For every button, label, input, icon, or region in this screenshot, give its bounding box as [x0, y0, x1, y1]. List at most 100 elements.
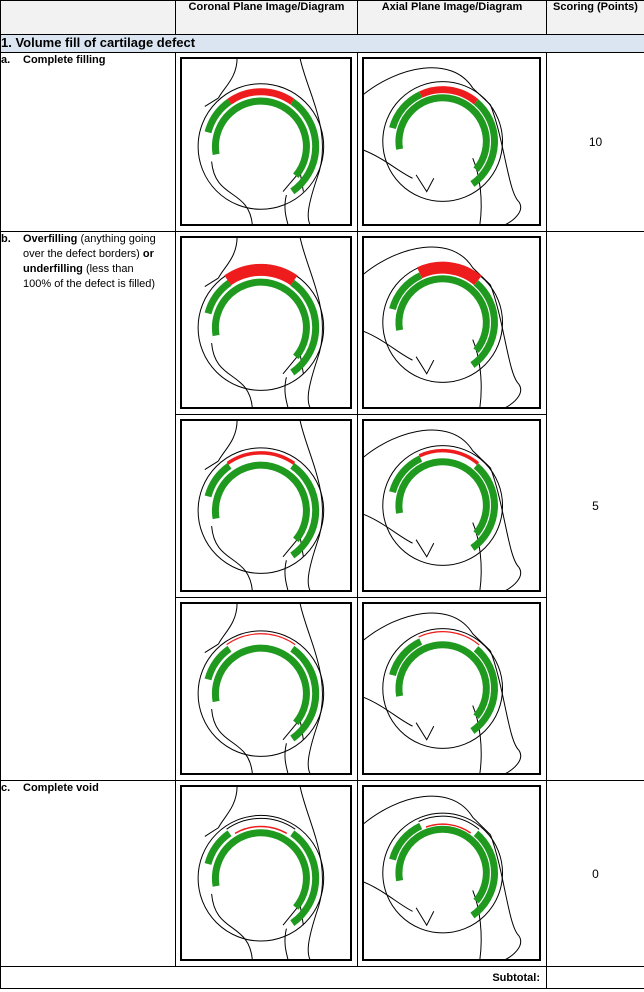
femur-neck-outline	[472, 339, 482, 409]
labrum-outline	[204, 643, 219, 654]
acetabular-cartilage-lateral	[290, 98, 320, 195]
acetabular-cartilage-lateral	[290, 279, 320, 376]
defect-partial-fill	[418, 631, 480, 646]
criterion-label-bold2: or underfilling	[23, 248, 154, 275]
femur-shaft-outline	[284, 560, 289, 592]
pelvis-outline	[362, 429, 491, 469]
femur-outline	[489, 834, 522, 961]
axial-diagram-thin-fill	[362, 602, 541, 775]
acetabular-cartilage-medial	[204, 279, 232, 315]
defect-border	[226, 817, 296, 830]
criterion-label-mid: (anything going over the defect borders)	[23, 233, 156, 260]
femur-neck-outline	[472, 522, 482, 592]
posterior-wall-outline	[415, 722, 435, 741]
diagram-frame	[180, 785, 352, 961]
labrum-outline	[204, 97, 219, 107]
acetabular-cartilage-medial	[204, 830, 232, 866]
diagram-frame	[362, 785, 541, 961]
diagram-frame	[180, 419, 352, 592]
femur-neck-outline	[211, 161, 253, 226]
femoral-cartilage	[211, 278, 310, 360]
hip-joint-drawing	[197, 236, 325, 409]
coronal-diagram-thin-fill	[180, 602, 352, 775]
coronal-cell	[175, 780, 358, 967]
joint-contour	[197, 630, 325, 757]
femur-shaft-outline	[284, 377, 289, 409]
criterion-row-c: c.Complete void 0	[0, 780, 644, 967]
score-a: 10	[546, 52, 644, 232]
joint-contour	[197, 83, 325, 210]
femur-shaft-outline	[284, 743, 289, 775]
subtotal-value[interactable]	[546, 966, 644, 989]
acetabular-cartilage-medial	[389, 638, 423, 677]
defect-overfill	[224, 263, 298, 286]
header-axial: Axial Plane Image/Diagram	[357, 0, 547, 35]
ischium-outline	[362, 330, 413, 361]
ilium-outline	[217, 785, 238, 828]
defect-underfill	[226, 451, 296, 465]
hip-joint-drawing	[197, 57, 325, 226]
acetabular-cartilage-lateral	[470, 99, 498, 187]
acetabular-cartilage-medial	[389, 822, 423, 861]
hip-joint-drawing	[197, 785, 325, 961]
axial-cell	[357, 52, 547, 232]
criterion-row-b3	[1, 597, 644, 781]
femoral-cartilage	[395, 275, 490, 353]
score-c: 0	[546, 780, 644, 967]
joint-contour	[382, 445, 504, 566]
acetabular-cartilage-medial	[204, 98, 232, 134]
criterion-label-rest: (less than 100% of the defect is filled)	[23, 263, 156, 290]
criterion-row-b2	[1, 414, 644, 598]
coronal-cell	[175, 231, 358, 415]
femoral-cartilage	[395, 825, 490, 904]
joint-contour	[197, 814, 325, 942]
femoral-cartilage	[211, 829, 310, 910]
ischium-outline	[362, 149, 413, 179]
subtotal-label: Subtotal:	[0, 966, 547, 989]
joint-contour	[382, 812, 504, 934]
defect-underfill	[418, 448, 480, 465]
criterion-letter: b.	[1, 233, 11, 245]
axial-diagram-complete-filling	[362, 57, 541, 226]
hip-joint-drawing	[197, 419, 325, 592]
axial-cell	[357, 597, 547, 781]
acetabular-cartilage-medial	[389, 91, 423, 130]
acetabular-cartilage-medial	[204, 645, 232, 681]
axial-cell	[357, 780, 547, 967]
coronal-cell	[175, 52, 358, 232]
femur-outline	[489, 467, 522, 592]
axial-diagram-void	[362, 785, 541, 961]
acetabular-cartilage-lateral	[470, 280, 498, 368]
defect-overfill	[416, 261, 482, 286]
femur-neck-outline	[472, 705, 482, 775]
acetabular-cartilage-lateral	[470, 463, 498, 551]
femur-outline	[489, 650, 522, 775]
femur-neck-outline	[211, 342, 253, 409]
header-row: Coronal Plane Image/Diagram Axial Plane …	[0, 0, 644, 35]
header-criterion	[0, 0, 176, 35]
header-coronal: Coronal Plane Image/Diagram	[175, 0, 358, 35]
posterior-wall-outline	[415, 356, 435, 375]
criterion-a: a.Complete filling	[0, 52, 176, 232]
criterion-row-a: a.Complete filling 10	[0, 52, 644, 232]
criterion-letter: a.	[1, 54, 11, 66]
criterion-label: Complete void	[23, 782, 99, 794]
femur-neck-outline	[211, 708, 253, 775]
criterion-c: c.Complete void	[0, 780, 176, 967]
hip-joint-drawing	[362, 67, 522, 226]
criterion-b: b. Overfilling (anything going over the d…	[0, 231, 176, 781]
femur-shaft-outline	[284, 194, 289, 226]
diagram-frame	[180, 602, 352, 775]
ilium-outline	[217, 602, 238, 645]
section-title: 1. Volume fill of cartilage defect	[0, 34, 644, 53]
femur-outline	[489, 104, 522, 226]
criterion-label-bold: Overfilling	[23, 233, 78, 245]
femoral-cartilage	[395, 458, 490, 536]
ischium-outline	[362, 881, 413, 912]
acetabular-cartilage-lateral	[290, 830, 320, 926]
defect-fill	[419, 86, 479, 105]
pelvis-outline	[362, 612, 491, 652]
labrum-outline	[204, 277, 219, 288]
diagram-frame	[362, 419, 541, 592]
